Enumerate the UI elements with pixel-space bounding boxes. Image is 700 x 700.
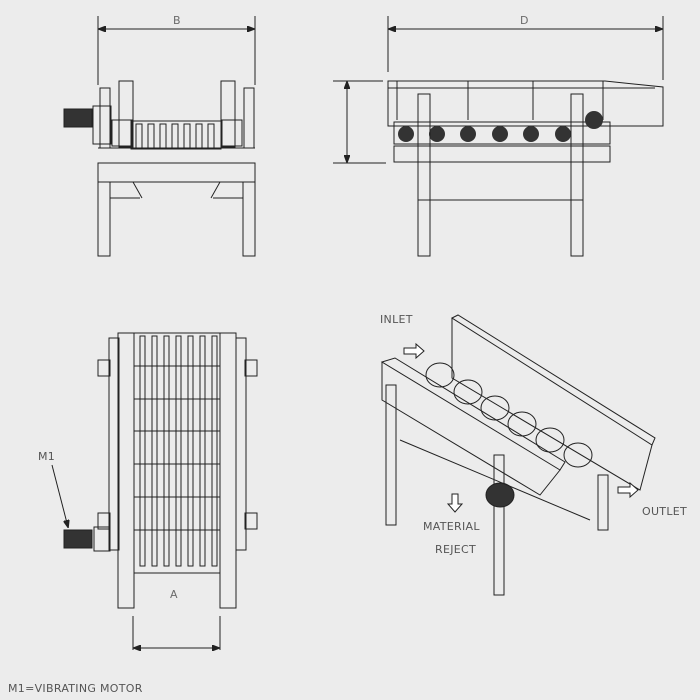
outlet-label: OUTLET xyxy=(642,505,688,518)
isometric-view xyxy=(380,314,656,596)
dimension-b-label: B xyxy=(173,14,181,27)
top-view xyxy=(51,332,258,650)
dimension-a-label: A xyxy=(170,588,178,601)
front-view xyxy=(63,16,256,257)
inlet-label: INLET xyxy=(380,313,413,326)
material-reject-label-line1: MATERIAL xyxy=(423,520,480,533)
motor-callout-label: M1 xyxy=(38,450,56,463)
dimension-d-label: D xyxy=(520,14,529,27)
material-reject-label-line2: REJECT xyxy=(435,543,476,556)
motor-legend: M1=VIBRATING MOTOR xyxy=(8,682,143,695)
side-view xyxy=(333,16,664,257)
